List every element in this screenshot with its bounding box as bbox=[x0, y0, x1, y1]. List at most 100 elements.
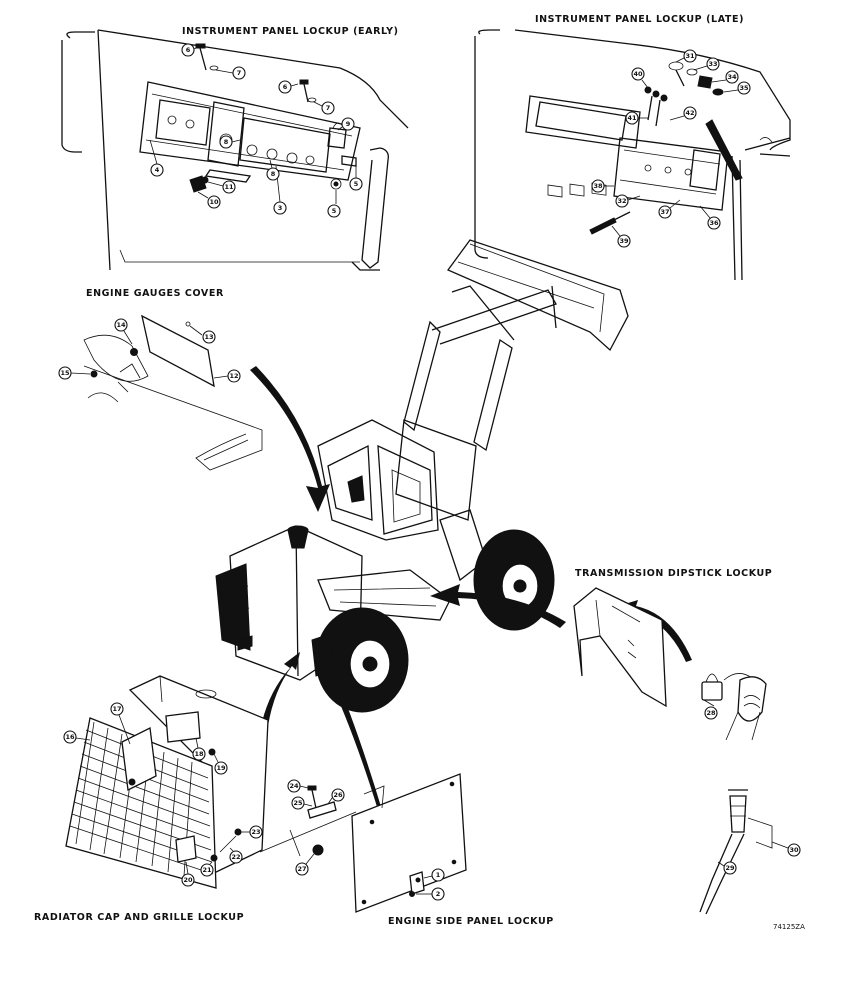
svg-text:30: 30 bbox=[789, 846, 799, 854]
callout-9: 9 bbox=[341, 117, 355, 131]
heading-engine-gauges-cover: ENGINE GAUGES COVER bbox=[86, 288, 224, 299]
svg-text:13: 13 bbox=[204, 333, 213, 341]
heading-instrument-panel-early: INSTRUMENT PANEL LOCKUP (EARLY) bbox=[182, 26, 399, 37]
svg-text:27: 27 bbox=[297, 865, 306, 873]
svg-text:22: 22 bbox=[231, 853, 240, 861]
callout-29: 29 bbox=[723, 861, 737, 875]
callout-25: 25 bbox=[291, 796, 305, 810]
svg-text:41: 41 bbox=[627, 114, 637, 122]
svg-text:29: 29 bbox=[725, 864, 735, 872]
late-panel-illustration bbox=[474, 29, 791, 281]
heading-radiator-cap-grille: RADIATOR CAP AND GRILLE LOCKUP bbox=[34, 912, 244, 923]
svg-text:6: 6 bbox=[283, 83, 288, 91]
svg-text:34: 34 bbox=[727, 73, 737, 81]
callout-33: 33 bbox=[706, 57, 720, 71]
svg-text:40: 40 bbox=[633, 70, 643, 78]
wheel-loader-illustration bbox=[215, 239, 629, 713]
callout-5b: 5 bbox=[349, 177, 363, 191]
callout-28: 28 bbox=[704, 706, 718, 720]
svg-text:28: 28 bbox=[706, 709, 716, 717]
dipstick-callouts: 28 29 30 bbox=[703, 699, 801, 875]
callout-2: 2 bbox=[431, 887, 445, 901]
arrow-to-radiator bbox=[262, 652, 300, 726]
svg-text:33: 33 bbox=[708, 60, 717, 68]
callout-1: 1 bbox=[431, 868, 445, 882]
callout-31: 31 bbox=[683, 49, 697, 63]
svg-text:3: 3 bbox=[278, 204, 283, 212]
callout-30: 30 bbox=[787, 843, 801, 857]
callout-5: 5 bbox=[327, 204, 341, 218]
callout-3: 3 bbox=[273, 201, 287, 215]
svg-text:31: 31 bbox=[685, 52, 695, 60]
arrow-to-dipstick bbox=[430, 584, 566, 628]
svg-text:8: 8 bbox=[224, 138, 229, 146]
svg-text:2: 2 bbox=[436, 890, 441, 898]
svg-text:5: 5 bbox=[332, 207, 337, 215]
svg-text:9: 9 bbox=[346, 120, 351, 128]
callout-12: 12 bbox=[227, 369, 241, 383]
callout-16: 16 bbox=[63, 730, 77, 744]
callout-7b: 7 bbox=[321, 101, 335, 115]
heading-instrument-panel-late: INSTRUMENT PANEL LOCKUP (LATE) bbox=[535, 14, 744, 25]
svg-text:4: 4 bbox=[155, 166, 160, 174]
svg-text:18: 18 bbox=[194, 750, 204, 758]
callout-26: 26 bbox=[331, 788, 345, 802]
callout-22: 22 bbox=[229, 850, 243, 864]
arrow-to-gauges-cover bbox=[250, 366, 330, 512]
callout-41: 41 bbox=[625, 111, 639, 125]
callout-27: 27 bbox=[295, 862, 309, 876]
pointer-arrows bbox=[250, 366, 692, 832]
svg-text:15: 15 bbox=[60, 369, 70, 377]
callout-38: 38 bbox=[591, 179, 605, 193]
svg-text:10: 10 bbox=[209, 198, 219, 206]
dipstick-illustration bbox=[573, 587, 773, 915]
callout-20: 20 bbox=[181, 873, 195, 887]
svg-text:36: 36 bbox=[709, 219, 719, 227]
callout-11: 11 bbox=[222, 180, 236, 194]
callout-13: 13 bbox=[202, 330, 216, 344]
svg-text:20: 20 bbox=[183, 876, 193, 884]
svg-text:6: 6 bbox=[186, 46, 191, 54]
drawing-number: 74125ZA bbox=[773, 923, 805, 931]
svg-text:39: 39 bbox=[619, 237, 629, 245]
svg-text:8: 8 bbox=[271, 170, 276, 178]
gauges-cover-callouts: 14 13 15 12 bbox=[58, 318, 241, 383]
svg-text:19: 19 bbox=[216, 764, 226, 772]
svg-text:17: 17 bbox=[112, 705, 121, 713]
callout-10: 10 bbox=[207, 195, 221, 209]
callout-39: 39 bbox=[617, 234, 631, 248]
radiator-callouts: 17 16 18 19 23 22 21 20 bbox=[63, 702, 263, 887]
gauges-cover-illustration bbox=[83, 314, 263, 471]
callout-7: 7 bbox=[232, 66, 246, 80]
early-panel-illustration bbox=[61, 29, 409, 271]
svg-text:21: 21 bbox=[202, 866, 212, 874]
callout-21: 21 bbox=[200, 863, 214, 877]
svg-text:5: 5 bbox=[354, 180, 359, 188]
heading-engine-side-panel: ENGINE SIDE PANEL LOCKUP bbox=[388, 916, 554, 927]
callout-42: 42 bbox=[683, 106, 697, 120]
svg-text:7: 7 bbox=[237, 69, 242, 77]
svg-text:24: 24 bbox=[289, 782, 299, 790]
svg-text:12: 12 bbox=[229, 372, 238, 380]
callout-4: 4 bbox=[150, 163, 164, 177]
callout-35: 35 bbox=[737, 81, 751, 95]
callout-6b: 6 bbox=[278, 80, 292, 94]
callout-24: 24 bbox=[287, 779, 301, 793]
callout-17: 17 bbox=[110, 702, 124, 716]
svg-text:14: 14 bbox=[116, 321, 126, 329]
callout-14: 14 bbox=[114, 318, 128, 332]
callout-36: 36 bbox=[707, 216, 721, 230]
callout-34: 34 bbox=[725, 70, 739, 84]
svg-text:38: 38 bbox=[593, 182, 603, 190]
svg-text:37: 37 bbox=[660, 208, 669, 216]
svg-text:16: 16 bbox=[65, 733, 75, 741]
svg-text:11: 11 bbox=[224, 183, 234, 191]
callout-18: 18 bbox=[192, 747, 206, 761]
svg-text:1: 1 bbox=[436, 871, 441, 879]
radiator-illustration bbox=[65, 675, 269, 889]
heading-transmission-dipstick: TRANSMISSION DIPSTICK LOCKUP bbox=[575, 568, 772, 579]
callout-6: 6 bbox=[181, 43, 195, 57]
svg-text:23: 23 bbox=[251, 828, 260, 836]
svg-text:25: 25 bbox=[293, 799, 303, 807]
